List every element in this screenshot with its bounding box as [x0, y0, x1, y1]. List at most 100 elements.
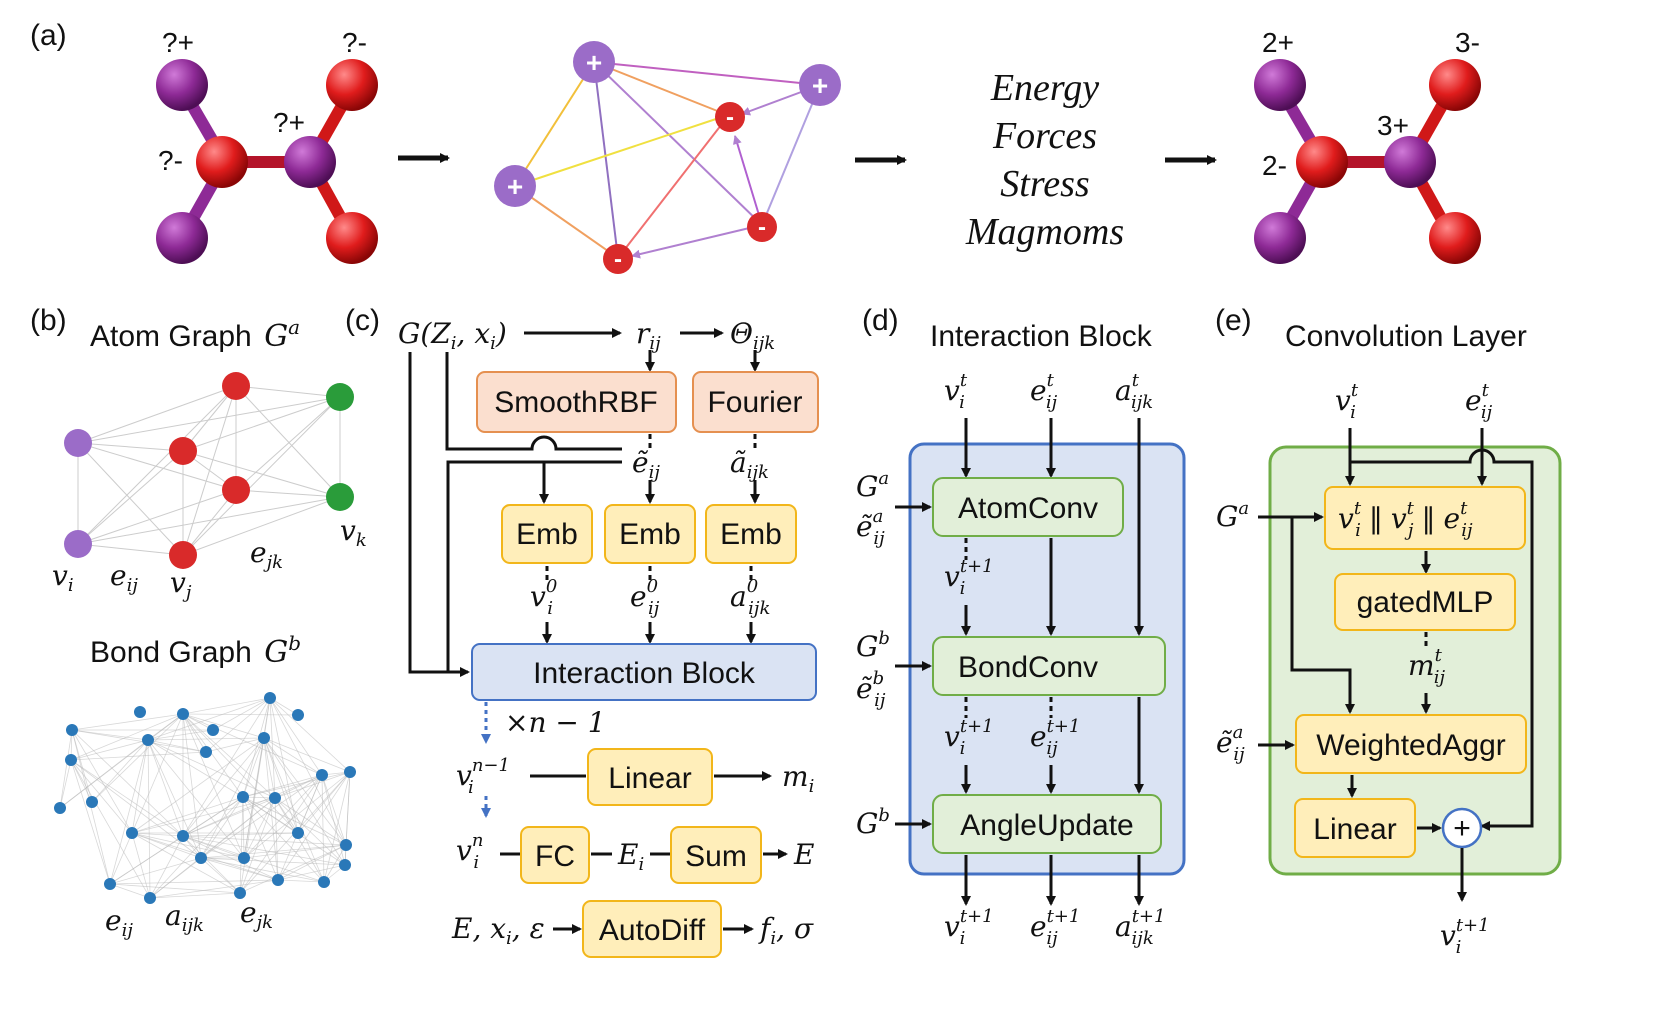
label-bond-aijk: aijk: [165, 899, 204, 936]
emb-box: [705, 504, 797, 564]
emb-label: Emb: [619, 518, 681, 551]
bond-graph-edge: [131, 832, 184, 837]
graph-node-plus: [494, 165, 536, 207]
bond-graph-edge: [200, 857, 279, 881]
graph-node-purple: [64, 530, 92, 558]
bond-graph-edge: [147, 739, 207, 753]
interaction-block-label: Interaction Block: [533, 657, 756, 690]
bond-graph-node: [142, 734, 154, 746]
smoothrbf-box: [476, 371, 677, 433]
bond-graph-edge: [149, 879, 279, 899]
svg-text:+: +: [586, 47, 602, 78]
bond-graph-edge: [59, 739, 149, 809]
bond-graph-node: [292, 827, 304, 839]
bond-graph-edge: [131, 713, 184, 834]
a-tilde-label: ãijk: [730, 446, 769, 483]
bond-graph-edge: [205, 697, 271, 753]
bond-graph-edge: [70, 759, 202, 859]
bond-graph-edge: [263, 737, 347, 846]
bond-graph-edge: [200, 737, 265, 859]
bond-graph-node: [237, 791, 249, 803]
weightedaggr-label: WeightedAggr: [1316, 729, 1506, 762]
bond-graph-edge: [182, 713, 245, 859]
bond-graph-edge: [147, 729, 214, 741]
bond-graph-edge: [109, 883, 241, 894]
rij-label: rij: [636, 317, 661, 354]
bond-graph-node: [344, 766, 356, 778]
bond-graph-edge: [200, 857, 325, 883]
atom-graph-title: Atom Graph Ga: [90, 315, 300, 354]
output-forces-label: fi, σ: [758, 912, 814, 949]
bond-graph-node: [66, 724, 78, 736]
side-Ga: Ga: [856, 468, 889, 503]
bond-graph-edge: [131, 797, 276, 834]
gatedmlp-box: [1334, 573, 1516, 631]
interaction-block-box: [471, 643, 817, 701]
bond-graph-edge: [200, 857, 241, 894]
autodiff-label: AutoDiff: [599, 914, 706, 947]
fourier-label: Fourier: [707, 386, 802, 419]
svg-text:-: -: [758, 214, 766, 241]
bond-graph-node: [195, 852, 207, 864]
bond-graph-edge: [274, 771, 351, 799]
property-stress: Stress: [1000, 163, 1089, 205]
atom-purple: [1384, 136, 1436, 188]
bond-graph-edge: [182, 713, 244, 798]
bond-graph-node: [104, 878, 116, 890]
emb-label: Emb: [720, 518, 782, 551]
bond-graph-edge: [205, 737, 265, 753]
bond-graph-edge: [109, 739, 149, 885]
bond-graph-edge: [71, 729, 149, 741]
bond-graph-edge: [147, 739, 244, 798]
bond-graph-edge: [70, 759, 93, 803]
bond-graph-edge: [131, 739, 149, 834]
label-vi: vi: [52, 559, 74, 596]
smoothrbf-label: SmoothRBF: [494, 386, 657, 419]
bond-graph-edge: [131, 832, 151, 899]
bond-graph-edge: [70, 751, 207, 761]
linear-label: Linear: [1313, 813, 1396, 846]
bond-graph-edge: [277, 844, 347, 881]
bond-graph-edge: [242, 796, 245, 859]
bond-graph-edge: [70, 759, 151, 899]
bond-graph-edge: [297, 771, 351, 834]
interaction-block-title: Interaction Block: [930, 320, 1153, 353]
atomconv-box: [932, 477, 1124, 537]
bond-graph-node: [272, 874, 284, 886]
bond-graph-edge: [242, 737, 265, 798]
atom-graph: [77, 385, 341, 556]
bond-graph: [54, 692, 356, 904]
charge-label: ?-: [158, 145, 183, 176]
bond-graph-edge: [269, 697, 276, 799]
bond-graph-edge: [182, 835, 346, 866]
mi-label: mi: [782, 760, 814, 797]
atom-red: [326, 212, 378, 264]
atom-red: [326, 59, 378, 111]
bond-graph-edge: [71, 729, 184, 837]
graph-node-minus: [603, 244, 633, 274]
Ei-label: Ei: [617, 838, 644, 875]
atom-red: [1429, 59, 1481, 111]
bond-graph-edge: [182, 737, 265, 837]
convolution-layer-title: Convolution Layer: [1285, 320, 1527, 353]
fourier-box: [692, 371, 819, 433]
repeat-label: ×n − 1: [505, 706, 606, 739]
bond-graph-edge: [149, 835, 184, 899]
property-energy: Energy: [990, 67, 1099, 109]
bond-graph-edge: [182, 713, 265, 739]
panel-label-b: (b): [30, 304, 67, 337]
bond-graph-edge: [242, 774, 323, 798]
bond-graph-edge: [70, 759, 111, 885]
bond-graph-edge: [277, 879, 325, 883]
bond-graph-node: [318, 876, 330, 888]
bond-graph-edge: [182, 835, 347, 846]
bond-graph-edge: [149, 892, 241, 899]
